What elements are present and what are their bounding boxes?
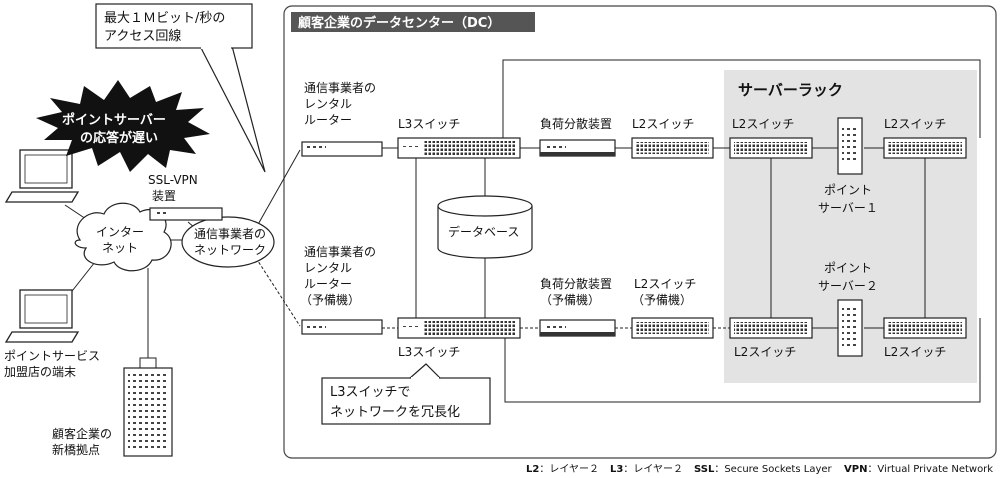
rack-l2-switch-top-right xyxy=(883,137,967,159)
legend-ssl: SSL：Secure Sockets Layer xyxy=(694,464,833,475)
office-building xyxy=(123,357,173,457)
office-label-2: 新橋拠点 xyxy=(52,442,100,457)
internet-cloud: インター ネット xyxy=(74,202,172,272)
router-label-3: ルーター xyxy=(304,113,352,127)
access-line-text-2: アクセス回線 xyxy=(104,28,181,44)
router-backup-label-3: ルーター xyxy=(304,277,352,291)
server2-label-1: ポイント xyxy=(824,261,872,275)
access-line-text-1: 最大１Ｍビット/秒の xyxy=(104,11,225,26)
rack-l2-switch-top-left xyxy=(729,137,813,159)
terminal-label-2: 加盟店の端末 xyxy=(4,365,76,379)
l2-switch-bottom-label-1: L2スイッチ xyxy=(634,277,696,291)
l2-switch-bottom xyxy=(631,317,714,339)
server1-label-2: サーバー１ xyxy=(818,201,878,215)
access-line-callout: 最大１Ｍビット/秒の アクセス回線 xyxy=(95,3,266,173)
sslvpn-label-2: 装置 xyxy=(152,189,176,203)
rack-l2-switch-bottom-left-label: L2スイッチ xyxy=(734,345,796,359)
router-primary xyxy=(301,141,383,157)
database-cylinder: データベース xyxy=(437,195,533,259)
load-balancer-top-label: 負荷分散装置 xyxy=(540,116,612,131)
server2-label-2: サーバー２ xyxy=(818,279,878,293)
load-balancer-bottom-label-1: 負荷分散装置 xyxy=(540,276,612,291)
carrier-network: 通信事業者の ネットワーク xyxy=(181,216,275,268)
load-balancer-bottom-label-2: （予備機） xyxy=(540,292,600,307)
l3-switch-top-label: L3スイッチ xyxy=(398,117,460,131)
router-backup-label-1: 通信事業者の xyxy=(304,245,376,259)
datacenter-title-bg xyxy=(291,12,535,32)
legend: L2：レイヤー２ L3：レイヤー２ SSL：Secure Sockets Lay… xyxy=(526,464,993,475)
laptop-terminal-bottom xyxy=(4,289,80,343)
l3-switch-top xyxy=(397,137,521,159)
l3-switch-bottom-label: L3スイッチ xyxy=(398,345,460,359)
internet-label-1: インター xyxy=(96,225,144,239)
burst-text-1: ポイントサーバー xyxy=(62,112,166,128)
load-balancer-bottom xyxy=(539,319,616,337)
legend-vpn: VPN：Virtual Private Network xyxy=(844,464,993,475)
rack-l2-switch-top-left-label: L2スイッチ xyxy=(732,117,794,131)
l3-redundancy-text-1: L3スイッチで xyxy=(330,385,411,400)
point-server-2 xyxy=(837,299,863,357)
l2-switch-top-label: L2スイッチ xyxy=(632,117,694,131)
datacenter-title: 顧客企業のデータセンター（DC） xyxy=(298,15,500,31)
l3-redundancy-callout: L3スイッチで ネットワークを冗長化 xyxy=(321,363,491,425)
legend-l2: L2：レイヤー２ xyxy=(526,464,599,475)
router-backup-label-2: レンタル xyxy=(304,261,352,275)
carrier-network-label-2: ネットワーク xyxy=(194,243,266,257)
router-label-2: レンタル xyxy=(304,97,352,111)
sslvpn-device: SSL-VPN 装置 xyxy=(148,173,223,221)
l2-switch-top xyxy=(631,137,714,159)
laptop-terminal-top xyxy=(4,149,80,203)
load-balancer-top xyxy=(539,139,616,157)
rack-l2-switch-bottom-right-label: L2スイッチ xyxy=(884,345,946,359)
office-label-1: 顧客企業の xyxy=(52,426,112,441)
legend-l3: L3：レイヤー２ xyxy=(610,464,683,475)
rack-l2-switch-bottom-left xyxy=(729,317,813,339)
sslvpn-label-1: SSL-VPN xyxy=(148,173,198,187)
database-label: データベース xyxy=(448,224,519,239)
terminal-label-1: ポイントサービス xyxy=(4,349,100,363)
l3-switch-bottom xyxy=(397,317,521,339)
router-backup-label-4: （予備機） xyxy=(300,292,360,307)
internet-label-2: ネット xyxy=(102,241,138,255)
router-backup xyxy=(301,319,383,335)
server1-label-1: ポイント xyxy=(824,183,872,197)
l3-redundancy-text-2: ネットワークを冗長化 xyxy=(330,405,460,420)
router-label-1: 通信事業者の xyxy=(304,81,376,95)
l2-switch-bottom-label-2: （予備機） xyxy=(632,292,692,307)
burst-text-2: の応答が遅い xyxy=(80,130,158,146)
rack-l2-switch-bottom-right xyxy=(883,317,967,339)
slow-response-burst: ポイントサーバー の応答が遅い xyxy=(36,80,210,172)
point-server-1 xyxy=(837,117,863,175)
rack-l2-switch-top-right-label: L2スイッチ xyxy=(884,117,946,131)
carrier-network-label-1: 通信事業者の xyxy=(194,227,266,241)
server-rack-title: サーバーラック xyxy=(738,81,843,99)
